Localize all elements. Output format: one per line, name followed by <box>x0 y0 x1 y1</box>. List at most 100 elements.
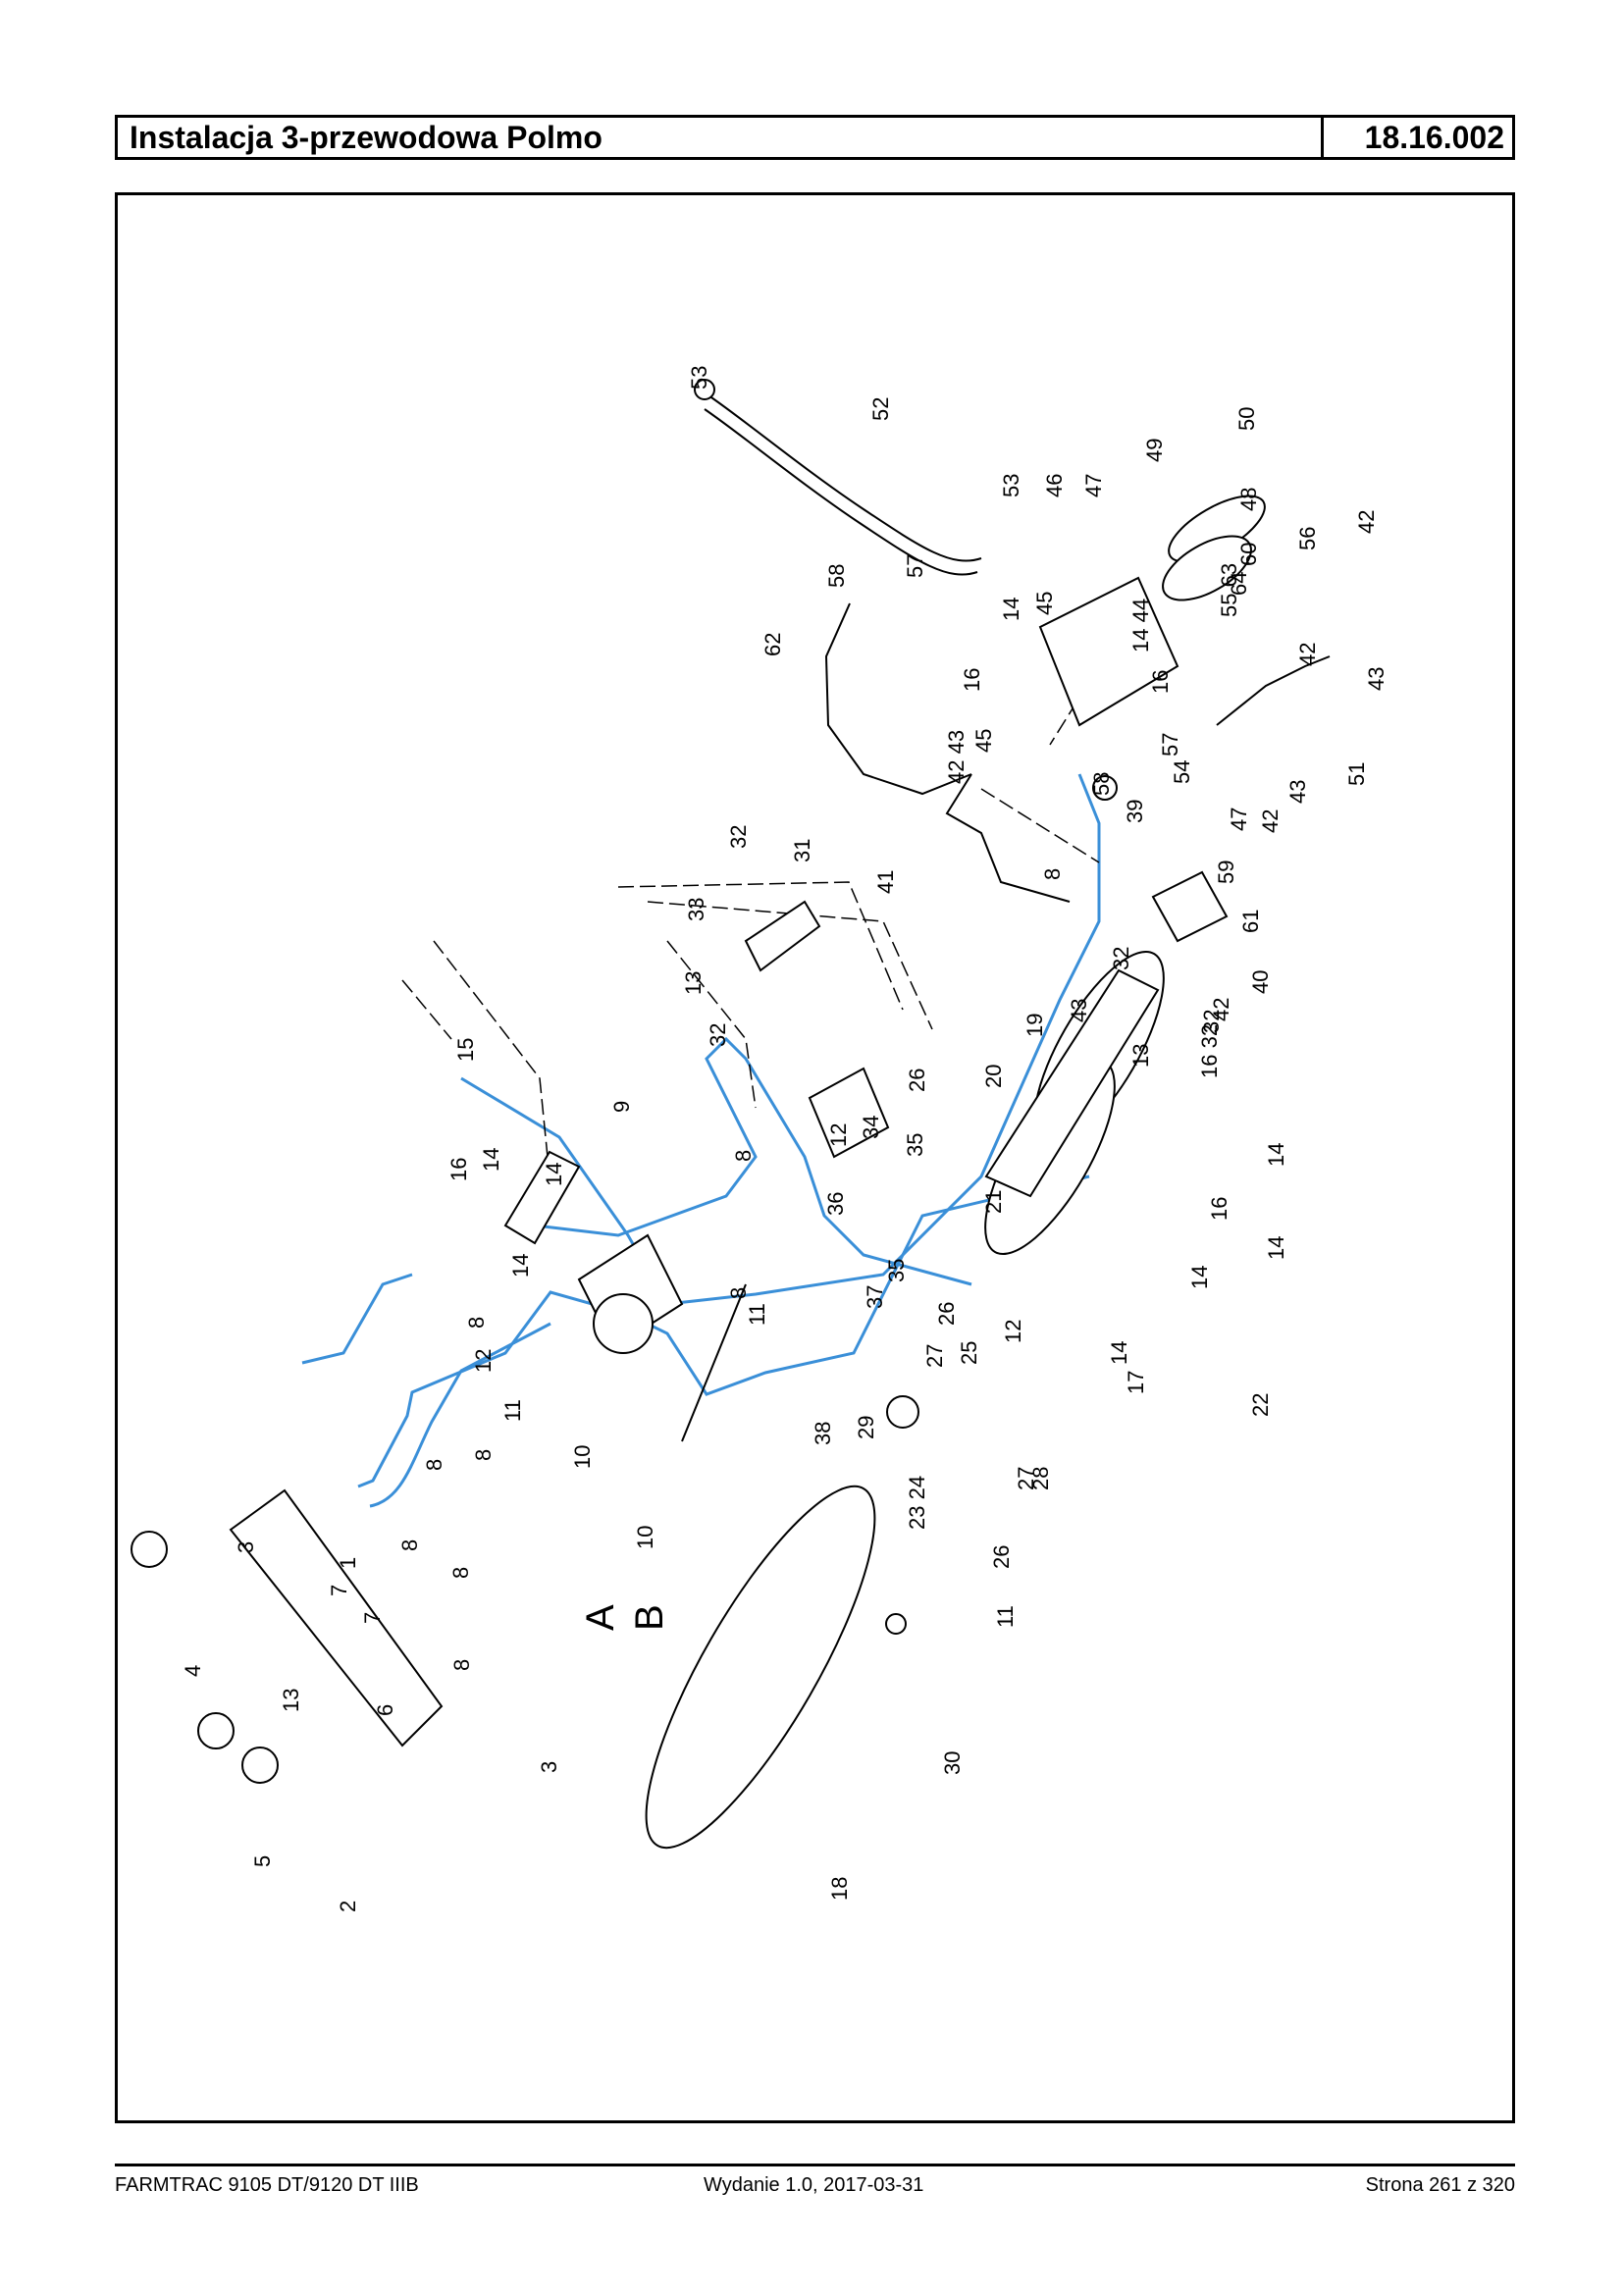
part-callout-11: 11 <box>500 1399 525 1422</box>
bracket-19 <box>984 968 1160 1198</box>
part-callout-58: 58 <box>1089 772 1114 796</box>
part-callout-13: 13 <box>681 971 706 995</box>
part-callout-22: 22 <box>1248 1393 1273 1417</box>
line-marker-b: B <box>628 1604 671 1631</box>
part-callout-42: 42 <box>1258 809 1283 833</box>
hose-62 <box>824 602 972 796</box>
part-callout-50: 50 <box>1234 407 1259 431</box>
part-callout-27: 27 <box>1014 1467 1038 1490</box>
part-callout-31: 31 <box>790 839 814 862</box>
coupling-2 <box>241 1747 279 1784</box>
part-callout-1: 1 <box>336 1557 360 1569</box>
part-callout-43: 43 <box>1067 999 1091 1022</box>
part-callout-52: 52 <box>868 397 893 421</box>
part-callout-32: 32 <box>1199 1010 1224 1033</box>
part-callout-26: 26 <box>905 1069 929 1092</box>
part-callout-14: 14 <box>508 1254 533 1278</box>
part-callout-58: 58 <box>824 564 849 588</box>
part-callout-53: 53 <box>687 366 711 390</box>
hose-lines <box>681 394 1331 1442</box>
part-callout-62: 62 <box>760 633 785 656</box>
part-callout-16 32: 16 32 <box>1197 1024 1222 1078</box>
part-callout-16: 16 <box>1207 1197 1231 1221</box>
part-callout-7: 7 <box>360 1612 385 1624</box>
components <box>131 379 1266 1850</box>
part-callout-18: 18 <box>827 1877 852 1901</box>
part-callout-23 24: 23 24 <box>905 1476 929 1530</box>
plate-1 <box>229 1488 444 1747</box>
part-callout-16: 16 <box>446 1158 471 1181</box>
part-callout-3: 3 <box>537 1761 561 1773</box>
part-callout-14: 14 <box>1187 1266 1212 1289</box>
part-callout-15: 15 <box>453 1038 478 1062</box>
hose-41 <box>945 773 1071 903</box>
page-header: Instalacja 3-przewodowa Polmo 18.16.002 <box>115 115 1515 160</box>
tube-b <box>369 1322 551 1508</box>
fitting-8-top <box>1092 775 1118 801</box>
footer-edition: Wydanie 1.0, 2017-03-31 <box>704 2174 924 2196</box>
part-callout-8: 8 <box>449 1659 474 1671</box>
drain-valve-30 <box>885 1613 907 1635</box>
footer-page-number: Strona 261 z 320 <box>1365 2174 1515 2196</box>
part-callout-25: 25 <box>957 1341 981 1365</box>
part-callout-38: 38 <box>811 1422 835 1445</box>
part-callout-12: 12 <box>1001 1320 1025 1343</box>
part-callout-42: 42 <box>1354 510 1379 534</box>
part-callout-47: 47 <box>1227 808 1251 831</box>
part-callout-2: 2 <box>336 1901 360 1912</box>
part-callout-42: 42 <box>1295 643 1320 666</box>
part-callout-34: 34 <box>859 1116 883 1139</box>
part-callout-51: 51 <box>1344 762 1369 786</box>
part-callout-45: 45 <box>1032 592 1057 615</box>
part-callout-7: 7 <box>327 1585 351 1596</box>
part-callout-35: 35 <box>884 1259 909 1282</box>
page-title: Instalacja 3-przewodowa Polmo <box>130 120 602 155</box>
part-callout-10: 10 <box>633 1526 657 1549</box>
part-callout-14: 14 <box>1264 1143 1288 1167</box>
tube-8 <box>301 1273 413 1365</box>
part-callout-55 63: 55 63 <box>1217 563 1241 617</box>
part-callout-4: 4 <box>181 1665 205 1677</box>
part-callout-8: 8 <box>726 1287 751 1299</box>
filter-29 <box>886 1395 919 1429</box>
part-callout-32: 32 <box>1109 947 1133 970</box>
hose-52 <box>707 394 982 562</box>
part-callout-56: 56 <box>1295 527 1320 550</box>
line-marker-a: A <box>579 1604 622 1631</box>
part-callout-10: 10 <box>570 1445 595 1469</box>
part-callout-20: 20 <box>981 1065 1006 1088</box>
part-callout-17: 17 <box>1124 1371 1148 1394</box>
part-callout-11: 11 <box>745 1303 769 1326</box>
part-callout-46: 46 <box>1042 474 1067 497</box>
part-callout-14 44: 14 44 <box>1128 599 1153 652</box>
part-callout-57: 57 <box>1158 733 1182 756</box>
part-callout-32: 32 <box>726 825 751 849</box>
hose-52-inner <box>704 408 978 576</box>
part-callout-14: 14 <box>999 598 1023 621</box>
air-tank-18 <box>645 1485 876 1850</box>
gasket-60 <box>1162 535 1252 601</box>
bracket-9 <box>503 1150 581 1245</box>
part-callout-14: 14 <box>479 1148 503 1172</box>
part-callout-64: 64 <box>1227 572 1251 596</box>
part-callout-5: 5 <box>250 1855 275 1867</box>
part-callout-59: 59 <box>1214 861 1238 884</box>
bracket-31 <box>744 900 821 972</box>
rod-38 <box>681 1283 747 1442</box>
part-callout-14: 14 <box>1264 1236 1288 1260</box>
part-callout-8: 8 <box>422 1459 446 1471</box>
part-callout-32: 32 <box>706 1023 730 1047</box>
part-callout-57: 57 <box>903 554 927 578</box>
coupling-5 <box>197 1712 235 1749</box>
part-callout-61: 61 <box>1238 910 1263 933</box>
part-callout-8: 8 <box>471 1449 496 1461</box>
part-callout-42: 42 <box>1209 998 1233 1021</box>
tube-a <box>357 1174 1090 1488</box>
part-callout-47: 47 <box>1081 474 1106 497</box>
part-callout-3: 3 <box>234 1541 258 1553</box>
part-callout-36: 36 <box>823 1192 848 1216</box>
part-callout-16: 16 <box>960 668 984 692</box>
part-callout-26: 26 <box>989 1545 1014 1569</box>
